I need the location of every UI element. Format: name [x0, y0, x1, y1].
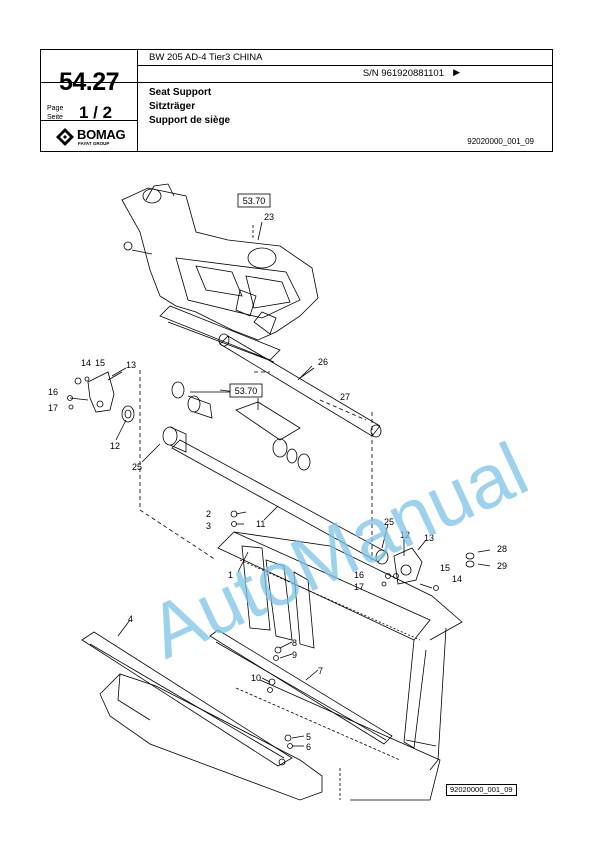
part-label: 5	[306, 732, 311, 742]
title-french: Support de siège	[149, 115, 231, 126]
header-rule	[41, 120, 137, 121]
part-label: 17	[48, 403, 58, 413]
part-label: 28	[497, 544, 507, 554]
part-label: 29	[497, 561, 507, 571]
part-label: 15	[440, 563, 450, 573]
part-label: 13	[126, 360, 136, 370]
page-number: 1 / 2	[79, 103, 113, 122]
logo-text: BOMAG	[77, 127, 126, 142]
part-label: 10	[251, 673, 261, 683]
part-label: 14	[81, 358, 91, 368]
header-rule	[137, 65, 552, 66]
reference-box-label: 53.70	[235, 386, 258, 396]
part-label: 16	[48, 387, 58, 397]
drawing-number: 92020000_001_09	[446, 784, 517, 796]
serial-arrow-icon: ▶	[453, 67, 460, 77]
part-label: 27	[340, 392, 350, 402]
title-german: Sitzträger	[149, 101, 196, 112]
part-label: 2	[206, 509, 211, 519]
bomag-logo: BOMAG FAYAT GROUP	[55, 127, 129, 149]
part-label: 11	[256, 519, 265, 529]
part-label: 1	[228, 570, 233, 580]
part-label: 23	[264, 212, 274, 222]
part-label: 13	[424, 533, 434, 543]
part-label: 16	[354, 570, 364, 580]
part-label: 9	[292, 650, 297, 660]
reference-box	[237, 193, 271, 208]
part-label: 7	[318, 666, 323, 676]
part-label: 12	[110, 441, 120, 451]
page-label: Page Seite	[47, 105, 64, 121]
header-rule	[41, 82, 552, 83]
part-label: 25	[132, 462, 142, 472]
logo-subtext: FAYAT GROUP	[78, 141, 110, 146]
serial-number: S/N 961920881101	[362, 68, 444, 79]
part-label: 6	[306, 742, 311, 752]
part-label: 26	[318, 357, 328, 367]
part-label: 15	[95, 358, 105, 368]
part-label: 17	[354, 582, 364, 592]
bomag-logo-icon	[56, 128, 74, 146]
part-label: 25	[384, 517, 394, 527]
reference-box	[229, 383, 263, 398]
part-label: 8	[292, 638, 297, 648]
model-name: BW 205 AD-4 Tier3 CHINA	[149, 52, 263, 63]
part-label: 14	[452, 574, 462, 584]
part-label: 12	[400, 530, 410, 540]
document-number: 92020000_001_09	[467, 137, 534, 146]
header-table: BW 205 AD-4 Tier3 CHINA S/N 961920881101…	[40, 49, 553, 152]
part-label: 4	[128, 614, 133, 624]
header-divider	[137, 50, 138, 151]
reference-box-label: 53.70	[243, 196, 266, 206]
title-english: Seat Support	[149, 87, 212, 98]
section-code: 54.27	[58, 68, 120, 96]
part-label: 3	[206, 521, 211, 531]
watermark: AutoManual	[137, 427, 541, 675]
